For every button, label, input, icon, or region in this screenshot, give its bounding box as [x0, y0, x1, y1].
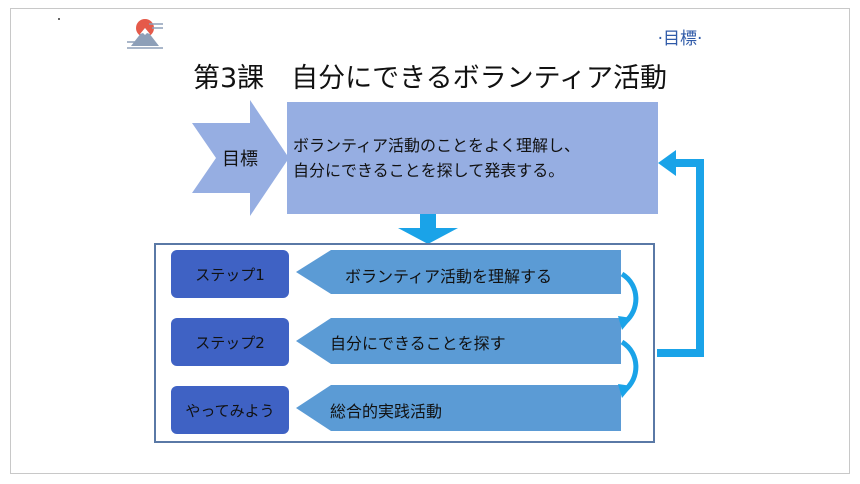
goal-text: ボランティア活動のことをよく理解し、 自分にできることを探して発表する。	[293, 133, 653, 183]
slide-frame	[10, 8, 850, 474]
step-button-1[interactable]: ステップ1	[171, 250, 289, 298]
step-text-2: 自分にできることを探す	[330, 334, 506, 353]
down-arrow	[398, 214, 458, 244]
step-arrow-1-fill	[296, 250, 621, 294]
goal-line-1: ボランティア活動のことをよく理解し、	[293, 136, 581, 155]
step-arrow-3-fill	[296, 385, 621, 431]
page-title: 第3課 自分にできるボランティア活動	[192, 63, 668, 94]
step-button-3[interactable]: やってみよう	[171, 386, 289, 434]
feedback-connector	[657, 159, 704, 357]
step-arrow-2-fill	[296, 318, 621, 364]
goal-label: 目標	[222, 149, 258, 170]
header-label: ·目標·	[657, 29, 703, 49]
step-button-2[interactable]: ステップ2	[171, 318, 289, 366]
step-text-1: ボランティア活動を理解する	[345, 267, 553, 286]
mount-fuji-sunrise-icon	[127, 19, 163, 49]
goal-box	[287, 102, 658, 214]
goal-line-2: 自分にできることを探して発表する。	[293, 161, 565, 180]
feedback-arrowhead	[658, 150, 676, 176]
goal-arrow	[192, 100, 289, 216]
decor-dot	[58, 18, 60, 20]
step-text-3: 総合的実践活動	[330, 402, 443, 421]
